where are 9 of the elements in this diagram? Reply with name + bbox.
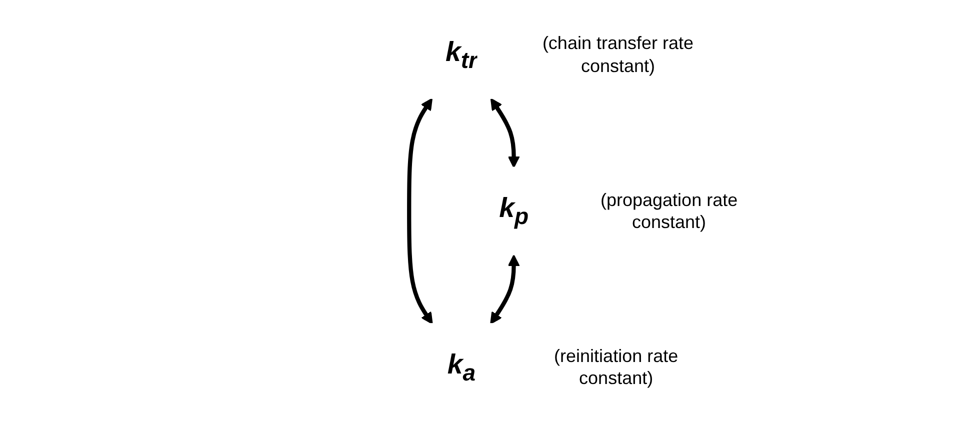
arrow: [490, 254, 520, 324]
node-text: k$_{a}$: [447, 350, 476, 386]
arrow: [490, 98, 520, 168]
node-text: k$_{p}$: [499, 194, 529, 230]
node-caption: (chain transfer rate constant): [541, 32, 695, 78]
node-caption: (reinitiation rate constant): [553, 344, 680, 390]
arrow: [407, 98, 433, 324]
node-text: k$_{tr}$: [445, 37, 478, 74]
node-caption: (propagation rate constant): [600, 188, 739, 234]
